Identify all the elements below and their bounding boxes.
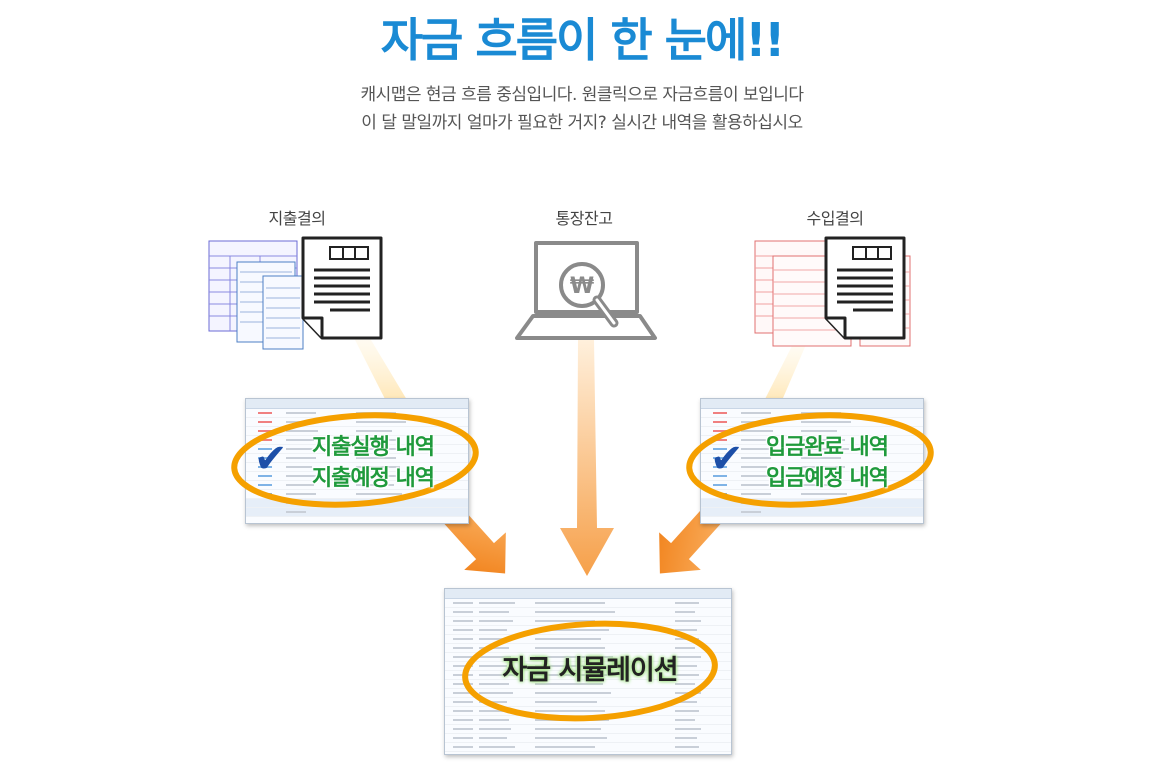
bank-balance-label: 통장잔고 — [555, 209, 613, 228]
right-beam — [762, 340, 808, 405]
checkmark-icon-right: ✔ — [710, 436, 744, 482]
expense-resolution-label: 지출결의 — [268, 209, 326, 228]
fund-simulation-label: 자금 시뮬레이션 — [502, 655, 678, 686]
income-completed-label: 입금완료 내역 — [765, 435, 889, 460]
document-icon-right — [824, 236, 906, 340]
center-down-arrow-icon — [560, 340, 614, 576]
income-highlight-text: 입금완료 내역 입금예정 내역 — [752, 432, 902, 494]
svg-text:₩: ₩ — [570, 274, 594, 299]
income-scheduled-label: 입금예정 내역 — [765, 466, 889, 491]
left-highlight-ellipse — [231, 412, 479, 508]
page-title: 자금 흐름이 한 눈에!! — [380, 13, 786, 67]
blue-invoice-stack-icon — [208, 240, 304, 350]
subtitle-line-2: 이 달 말일까지 얼마가 필요한 거지? 실시간 내역을 활용하십시오 — [361, 113, 803, 133]
left-beam — [350, 330, 410, 405]
subtitle-line-1: 캐시맵은 현금 흐름 중심입니다. 원클릭으로 자금흐름이 보입니다 — [360, 85, 804, 105]
expense-scheduled-label: 지출예정 내역 — [311, 466, 435, 491]
right-highlight-ellipse — [686, 412, 934, 508]
income-resolution-label: 수입결의 — [806, 209, 864, 228]
laptop-won-search-icon: ₩ — [515, 241, 657, 340]
expense-executed-label: 지출실행 내역 — [311, 435, 435, 460]
simulation-table-screenshot — [444, 588, 732, 755]
document-icon-left — [301, 236, 383, 340]
checkmark-icon-left: ✔ — [254, 436, 288, 482]
center-highlight-ellipse — [462, 620, 718, 722]
expense-highlight-text: 지출실행 내역 지출예정 내역 — [298, 432, 448, 494]
